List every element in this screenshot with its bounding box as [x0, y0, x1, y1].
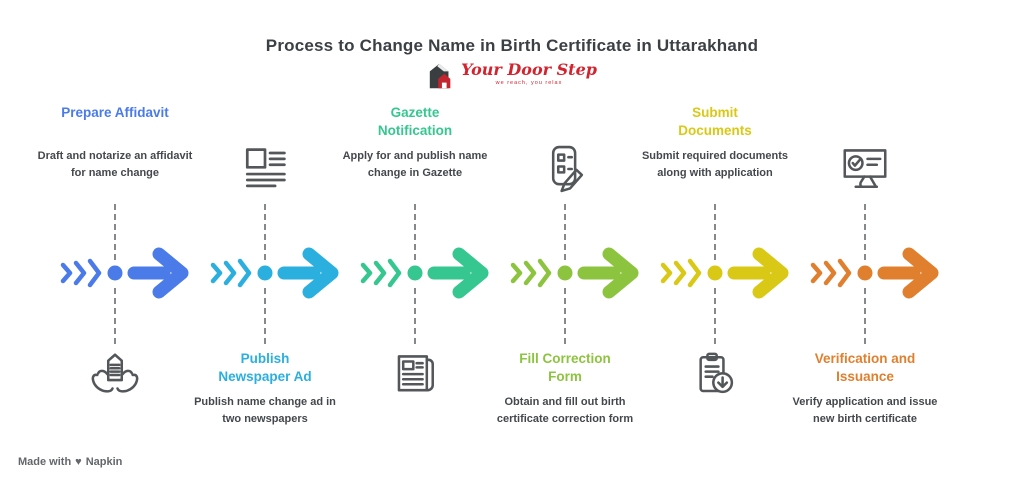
timeline-segment: [210, 247, 339, 299]
certificate-icon: [838, 142, 892, 196]
dashed-connector: [114, 204, 116, 260]
brand-name: Your Door Step: [461, 60, 597, 79]
timeline-segment: [60, 247, 189, 299]
napkin-brand: Napkin: [85, 456, 123, 468]
dashed-connector: [564, 204, 566, 260]
clipboard-download-icon: [688, 348, 742, 402]
step-title-gazette-notification: Gazette Notification: [377, 105, 453, 139]
dashed-connector: [564, 288, 566, 344]
house-logo-icon: [429, 63, 451, 89]
dashed-connector: [414, 288, 416, 344]
timeline-segment: [360, 247, 489, 299]
timeline-segment: [660, 247, 789, 299]
step-description: Publish name change ad in two newspapers: [194, 396, 336, 425]
step-title-prepare-affidavit: Prepare Affidavit: [61, 105, 169, 120]
dashed-connector: [864, 288, 866, 344]
heart-icon: ♥: [75, 456, 82, 468]
step-description: Submit required documents along with app…: [641, 150, 789, 179]
dashed-connector: [264, 204, 266, 260]
page-title: Process to Change Name in Birth Certific…: [265, 36, 759, 55]
dashed-connector: [414, 204, 416, 260]
step-description: Obtain and fill out birth certificate co…: [496, 396, 634, 425]
brand-logo: Your Door Step we reach, you relax: [0, 60, 1024, 92]
step-title-publish-newspaper-ad: Publish Newspaper Ad: [218, 351, 312, 385]
dashed-connector: [114, 288, 116, 344]
newspaper-icon: [388, 348, 442, 402]
logo-tagline: we reach, you relax: [495, 79, 563, 86]
timeline-segment: [810, 247, 939, 299]
step-title-verification-and-issuance: Verification and Issuance: [814, 351, 916, 385]
step-description: Draft and notarize an affidavit for name…: [37, 150, 193, 179]
article-icon: [238, 142, 292, 196]
dashed-connector: [714, 288, 716, 344]
step-title-submit-documents: Submit Documents: [678, 105, 752, 139]
timeline-segment: [510, 247, 639, 299]
dashed-connector: [714, 204, 716, 260]
form-pencil-icon: [538, 142, 592, 196]
step-title-fill-correction-form: Fill Correction Form: [519, 351, 611, 385]
step-description: Verify application and issue new birth c…: [792, 396, 938, 425]
made-with-label: Made with: [18, 456, 72, 468]
made-with-napkin: Made with♥Napkin: [18, 456, 122, 468]
step-description: Apply for and publish name change in Gaz…: [342, 150, 488, 179]
hands-holding-affidavit-icon: [88, 348, 142, 402]
dashed-connector: [864, 204, 866, 260]
dashed-connector: [264, 288, 266, 344]
